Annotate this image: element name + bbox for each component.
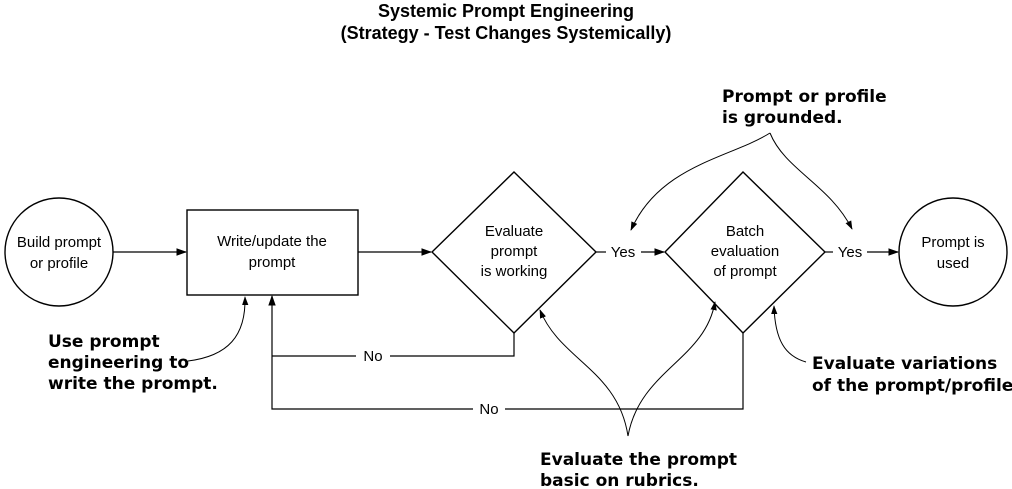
- edge-label-yes-batch: Yes: [838, 244, 862, 261]
- callout-arrow-grounded-right: [769, 132, 853, 230]
- callout-arrow-grounded-left: [630, 132, 771, 231]
- callout-grounded-line1: Prompt or profile: [722, 87, 887, 107]
- write-node-label-line1: Write/update the: [217, 233, 327, 250]
- evaluate-decision-node: Evaluate prompt is working: [431, 171, 597, 334]
- callout-use-prompt-line3: write the prompt.: [48, 374, 218, 394]
- batch-node-label-line1: Batch: [726, 223, 764, 240]
- loop-no-evaluate-a: [390, 333, 515, 357]
- callout-use-prompt-line2: engineering to: [48, 353, 189, 373]
- callout-variations-line2: of the prompt/profile.: [812, 376, 1012, 396]
- evaluate-node-label-line1: Evaluate: [485, 223, 543, 240]
- callout-arrow-variations: [771, 305, 807, 363]
- start-node: Build prompt or profile: [4, 197, 114, 307]
- batch-node-label-line2: evaluation: [711, 243, 779, 260]
- diagram-title: Systemic Prompt Engineering: [378, 1, 634, 21]
- loop-no-batch-b: [268, 294, 473, 410]
- batch-decision-node: Batch evaluation of prompt: [664, 171, 826, 334]
- batch-node-label-line3: of prompt: [713, 263, 777, 280]
- start-node-label-line2: or profile: [30, 255, 88, 272]
- callout-variations-line1: Evaluate variations: [812, 354, 997, 374]
- evaluate-node-label-line2: prompt: [491, 243, 539, 260]
- diagram-subtitle: (Strategy - Test Changes Systemically): [341, 23, 672, 43]
- edge-label-no-evaluate: No: [363, 348, 382, 365]
- loop-no-batch-a: [505, 333, 744, 410]
- callout-use-prompt-line1: Use prompt: [48, 332, 160, 352]
- end-node-label-line1: Prompt is: [921, 234, 984, 251]
- edge-label-yes-evaluate: Yes: [611, 244, 635, 261]
- callout-arrow-rubrics-left: [539, 309, 629, 437]
- callout-rubrics-line1: Evaluate the prompt: [540, 450, 737, 470]
- callout-grounded-line2: is grounded.: [722, 108, 843, 128]
- write-node-label-line2: prompt: [249, 254, 297, 271]
- end-node: Prompt is used: [898, 197, 1008, 307]
- edge-label-no-batch: No: [479, 401, 498, 418]
- evaluate-node-label-line3: is working: [481, 263, 548, 280]
- start-node-label-line1: Build prompt: [17, 234, 102, 251]
- write-prompt-node: Write/update the prompt: [186, 209, 359, 296]
- callout-arrow-rubrics-right: [627, 301, 717, 437]
- callout-rubrics-line2: basic on rubrics.: [540, 471, 699, 489]
- callout-arrow-use-prompt: [187, 296, 249, 362]
- end-node-label-line2: used: [937, 255, 970, 272]
